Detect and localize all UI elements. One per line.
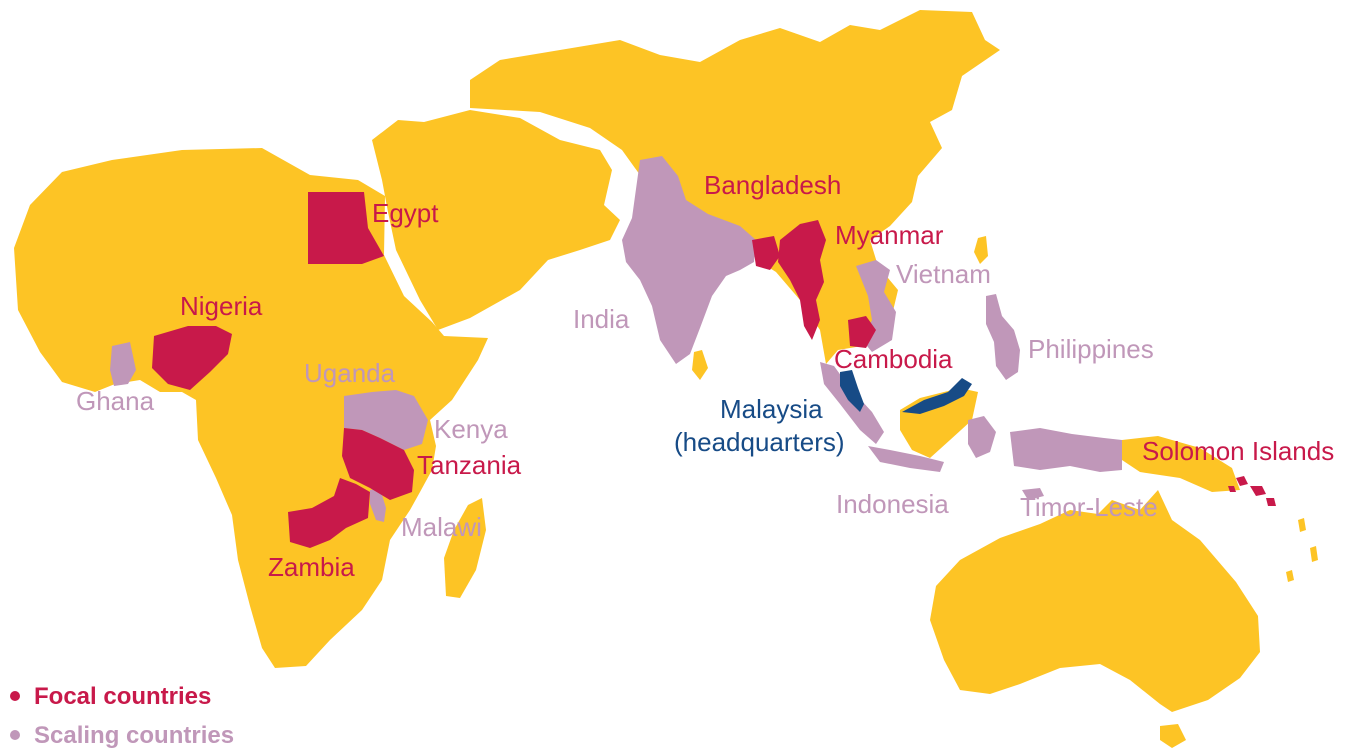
- land-base: [14, 10, 1318, 748]
- label-headquarters-line2: (headquarters): [674, 427, 845, 457]
- legend-focal-label: Focal countries: [34, 683, 212, 710]
- country-cambodia: [848, 316, 876, 348]
- country-indonesia-east: [1010, 428, 1122, 472]
- label-bangladesh: Bangladesh: [704, 170, 842, 200]
- label-kenya: Kenya: [434, 414, 508, 444]
- label-cambodia: Cambodia: [834, 344, 953, 374]
- legend-scaling: Scaling countries: [10, 722, 234, 750]
- country-malaysia-peninsula: [840, 370, 864, 412]
- country-philippines: [986, 294, 1020, 380]
- country-nigeria: [152, 326, 232, 390]
- country-india: [622, 156, 756, 364]
- sri-lanka: [692, 350, 708, 380]
- label-solomon-islands: Solomon Islands: [1142, 436, 1335, 466]
- country-indonesia-java: [868, 446, 944, 472]
- label-nigeria: Nigeria: [180, 291, 263, 321]
- tasmania: [1160, 724, 1186, 748]
- country-ghana: [110, 342, 136, 386]
- label-vietnam: Vietnam: [896, 259, 991, 289]
- country-solomon-islands: [1228, 476, 1276, 506]
- africa-landmass: [14, 148, 488, 668]
- madagascar: [444, 498, 486, 598]
- country-myanmar: [778, 220, 826, 340]
- legend-focal-dot: [10, 690, 20, 701]
- legend-scaling-dot: [10, 729, 20, 740]
- label-egypt: Egypt: [372, 198, 439, 228]
- country-egypt: [308, 192, 384, 264]
- label-philippines: Philippines: [1028, 334, 1154, 364]
- country-timor-leste: [1022, 488, 1044, 500]
- country-uganda-kenya: [344, 390, 428, 450]
- australia: [930, 490, 1260, 712]
- label-uganda: Uganda: [304, 358, 396, 388]
- label-headquarters-line1: Malaysia: [720, 394, 823, 424]
- country-malawi: [370, 488, 386, 522]
- new-guinea: [1122, 436, 1240, 492]
- country-malaysia-borneo: [902, 378, 972, 414]
- legend-scaling-label: Scaling countries: [34, 722, 235, 749]
- label-myanmar: Myanmar: [835, 220, 944, 250]
- headquarters-country: [840, 370, 972, 414]
- legend-focal: Focal countries: [10, 683, 211, 711]
- country-zambia: [288, 478, 370, 548]
- label-zambia: Zambia: [268, 552, 355, 582]
- label-ghana: Ghana: [76, 386, 155, 416]
- label-india: India: [573, 304, 630, 334]
- label-indonesia: Indonesia: [836, 489, 949, 519]
- country-vietnam-laos: [856, 260, 896, 352]
- country-indonesia-sulawesi: [968, 416, 996, 458]
- scaling-countries: [110, 156, 1122, 522]
- arabia-middle-east: [372, 110, 620, 330]
- taiwan: [974, 236, 988, 264]
- label-tanzania: Tanzania: [417, 450, 522, 480]
- label-timor-leste: Timor-Leste: [1020, 492, 1158, 522]
- label-malawi: Malawi: [401, 512, 482, 542]
- country-tanzania: [342, 428, 414, 500]
- focal-countries: [152, 192, 1276, 548]
- country-bangladesh: [752, 236, 780, 270]
- pacific-islands: [1286, 518, 1318, 582]
